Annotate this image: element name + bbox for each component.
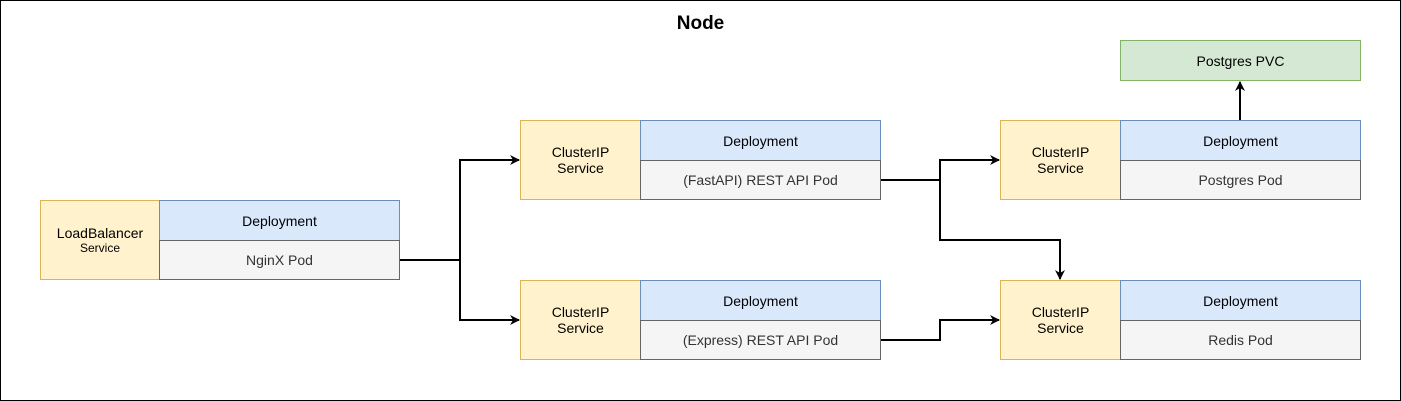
postgres-pod[interactable]: Postgres Pod (1120, 160, 1361, 200)
postgres-service[interactable]: ClusterIP Service (1000, 120, 1121, 200)
postgres-service-label: ClusterIP (1031, 144, 1090, 160)
fastapi-pod[interactable]: (FastAPI) REST API Pod (640, 160, 881, 200)
express-service[interactable]: ClusterIP Service (520, 280, 641, 360)
edge-fastapi-to-postgres (881, 155, 1000, 181)
postgres-pvc[interactable]: Postgres PVC (1120, 40, 1361, 81)
diagram-title: Node (676, 13, 725, 34)
express-deployment[interactable]: Deployment (640, 280, 881, 321)
postgres-deployment[interactable]: Deployment (1120, 120, 1361, 161)
nginx-service[interactable]: LoadBalancer Service (40, 200, 160, 280)
nginx-service-sublabel: Service (79, 241, 120, 255)
nginx-deployment[interactable]: Deployment (159, 200, 400, 241)
redis-service-label: ClusterIP (1031, 304, 1090, 320)
fastapi-service-sublabel: Service (557, 160, 604, 176)
fastapi-service-label: ClusterIP (551, 144, 610, 160)
edge-nginx-to-fastapi (400, 155, 520, 261)
redis-pod[interactable]: Redis Pod (1120, 320, 1361, 360)
fastapi-service[interactable]: ClusterIP Service (520, 120, 641, 200)
express-service-sublabel: Service (557, 320, 604, 336)
fastapi-deployment[interactable]: Deployment (640, 120, 881, 161)
edge-nginx-to-express (400, 259, 520, 325)
nginx-service-label: LoadBalancer (56, 225, 144, 241)
express-service-label: ClusterIP (551, 304, 610, 320)
redis-service-sublabel: Service (1037, 320, 1084, 336)
postgres-service-sublabel: Service (1037, 160, 1084, 176)
edge-express-to-redis (881, 315, 1000, 341)
edge-fastapi-to-redis (939, 180, 1065, 280)
redis-service[interactable]: ClusterIP Service (1000, 280, 1121, 360)
nginx-pod[interactable]: NginX Pod (159, 240, 400, 280)
redis-deployment[interactable]: Deployment (1120, 280, 1361, 321)
express-pod[interactable]: (Express) REST API Pod (640, 320, 881, 360)
